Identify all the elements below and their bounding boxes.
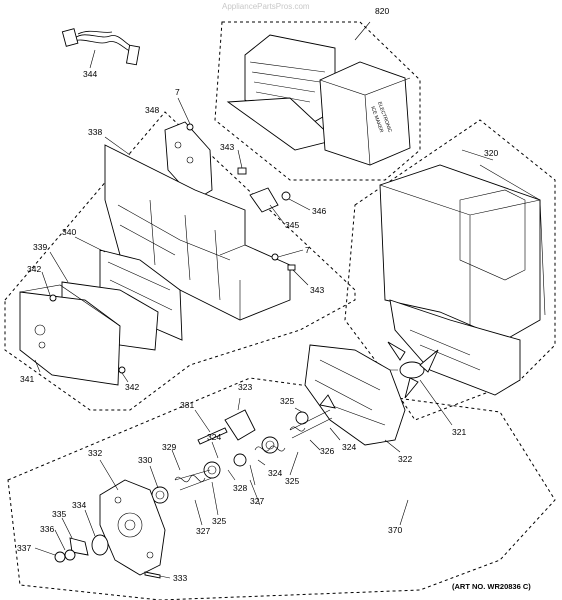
ring-334 — [84, 509, 109, 556]
label-322: 322 — [398, 454, 412, 464]
label-331: 331 — [180, 400, 194, 410]
washer-336 — [54, 529, 76, 561]
nut-346 — [281, 191, 311, 211]
clip-343a — [237, 149, 247, 175]
label-326: 326 — [320, 446, 334, 456]
screw-342b — [118, 366, 129, 383]
label-335: 335 — [52, 509, 66, 519]
cover-341 — [19, 284, 121, 386]
ice-bucket-320 — [379, 164, 546, 396]
label-342b: 342 — [125, 382, 139, 392]
bracket-348 — [164, 121, 213, 201]
label-321: 321 — [452, 427, 466, 437]
screw-7a — [177, 97, 194, 131]
label-325c: 325 — [212, 516, 226, 526]
label-7a: 7 — [175, 87, 180, 97]
label-333: 333 — [173, 573, 187, 583]
impeller-321 — [380, 341, 439, 399]
label-337: 337 — [17, 543, 31, 553]
label-323: 323 — [238, 382, 252, 392]
label-327b: 327 — [196, 526, 210, 536]
auger-parts — [151, 394, 336, 504]
label-325b: 325 — [285, 476, 299, 486]
bucket-group-outline — [344, 119, 556, 421]
screw-7b — [271, 249, 304, 261]
rod-331 — [194, 409, 228, 445]
label-343b: 343 — [310, 285, 324, 295]
label-332: 332 — [88, 448, 102, 458]
label-330: 330 — [138, 455, 152, 465]
label-328: 328 — [233, 483, 247, 493]
label-343a: 343 — [220, 142, 234, 152]
bushing-335 — [61, 517, 89, 556]
clip-343b — [287, 264, 309, 286]
label-348: 348 — [145, 105, 159, 115]
label-340: 340 — [62, 227, 76, 237]
label-7b: 7 — [305, 245, 310, 255]
label-324c: 324 — [268, 468, 282, 478]
label-336: 336 — [40, 524, 54, 534]
wire-harness-344 — [61, 28, 141, 66]
screw-333 — [144, 571, 171, 579]
auger-housing-322 — [304, 344, 406, 446]
housing-338 — [104, 144, 291, 321]
auger-group-outline — [7, 377, 556, 600]
label-334: 334 — [72, 500, 86, 510]
label-327a: 327 — [250, 496, 264, 506]
label-341: 341 — [20, 374, 34, 384]
art-number: (ART NO. WR20836 C) — [452, 582, 531, 591]
leader-lines — [149, 407, 341, 526]
label-345: 345 — [285, 220, 299, 230]
nut-337 — [34, 547, 66, 563]
icemaker-group-outline — [214, 21, 421, 181]
part-labels: 820 344 7 348 338 343 346 345 7 343 340 … — [17, 6, 498, 583]
housing-group-outline — [4, 111, 356, 411]
label-324b: 324 — [342, 442, 356, 452]
screw-342a — [41, 271, 57, 302]
label-342a: 342 — [27, 264, 41, 274]
label-370: 370 — [388, 525, 402, 535]
label-325a: 325 — [280, 396, 294, 406]
label-338: 338 — [88, 127, 102, 137]
label-344: 344 — [83, 69, 97, 79]
label-339: 339 — [33, 242, 47, 252]
label-329: 329 — [162, 442, 176, 452]
watermark: AppliancePartsPros.com — [222, 2, 310, 11]
label-346: 346 — [312, 206, 326, 216]
ice-maker-820: ELECTRONIC ICE MAKER — [226, 34, 411, 166]
bracket-345 — [249, 187, 284, 223]
label-324a: 324 — [207, 432, 221, 442]
label-320: 320 — [484, 148, 498, 158]
motor-323 — [224, 397, 256, 441]
label-820: 820 — [375, 6, 389, 16]
